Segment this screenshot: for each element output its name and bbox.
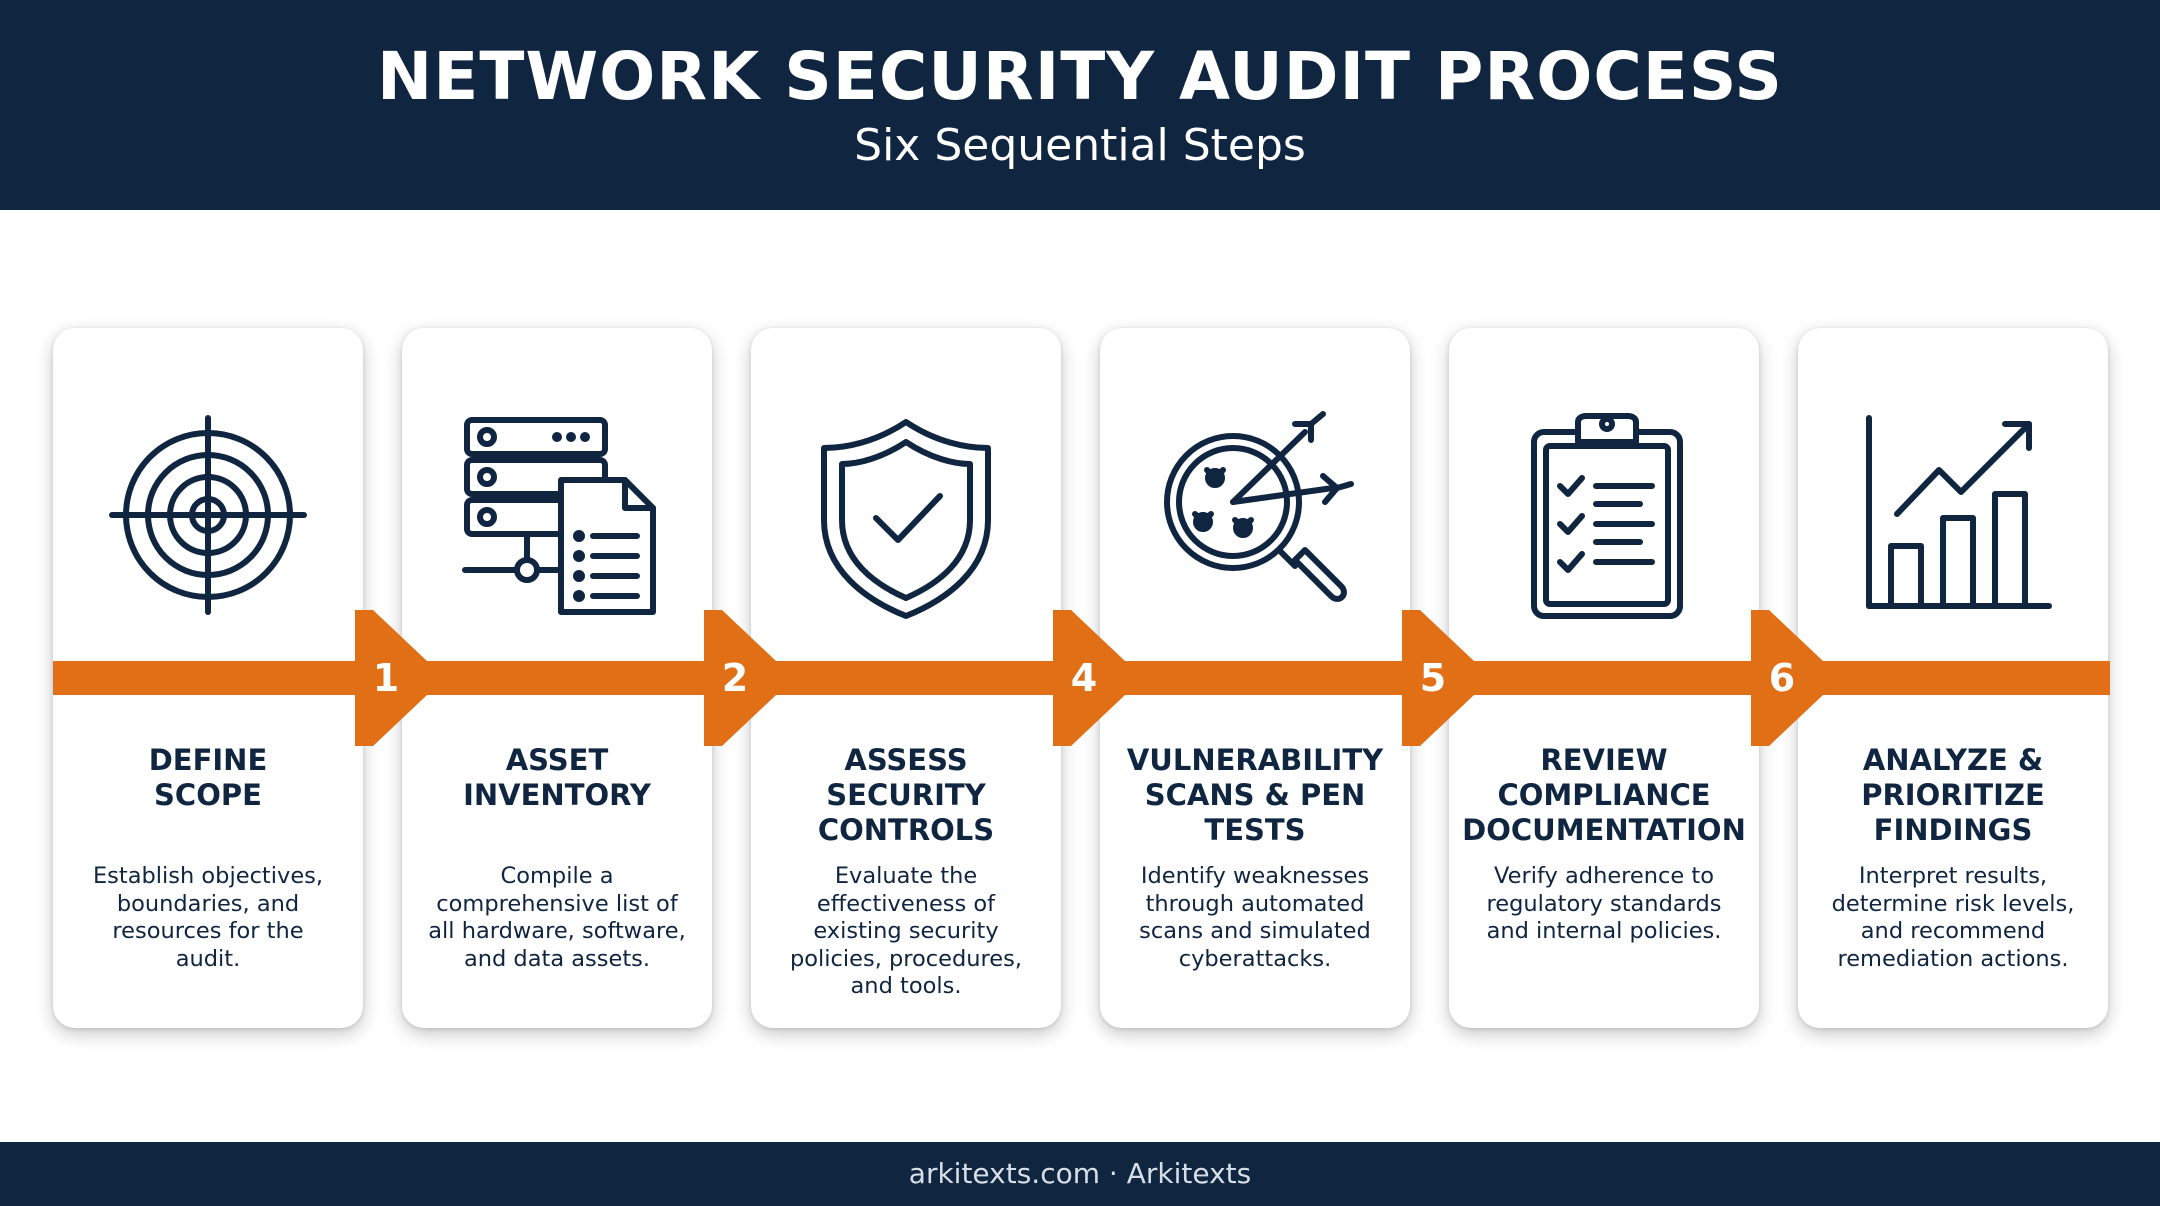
clipboard-checklist-icon [1504, 410, 1704, 620]
page-subtitle: Six Sequential Steps [854, 120, 1306, 171]
step-number: 6 [1768, 656, 1796, 700]
footer-attribution: arkitexts.com · Arkitexts [0, 1142, 2160, 1206]
target-icon [108, 410, 308, 620]
step-connector: 2 [704, 610, 794, 746]
shield-check-icon [806, 410, 1006, 620]
chevron-right-icon [1402, 610, 1492, 746]
step-number: 1 [372, 656, 400, 700]
step-connector: 6 [1751, 610, 1841, 746]
server-document-icon [457, 410, 657, 620]
header-banner: NETWORK SECURITY AUDIT PROCESS Six Seque… [0, 0, 2160, 210]
step-description: Interpret results,determine risk levels,… [1831, 863, 2075, 972]
bar-chart-trend-icon [1853, 410, 2053, 620]
chevron-right-icon [704, 610, 794, 746]
step-connector: 5 [1402, 610, 1492, 746]
step-connector: 4 [1053, 610, 1143, 746]
chevron-right-icon [355, 610, 445, 746]
magnifier-bugs-arrows-icon [1155, 410, 1355, 620]
chevron-right-icon [1751, 610, 1841, 746]
step-number: 5 [1419, 656, 1447, 700]
page-title: NETWORK SECURITY AUDIT PROCESS [377, 38, 1783, 115]
step-number: 2 [721, 656, 749, 700]
chevron-right-icon [1053, 610, 1143, 746]
step-connector: 1 [355, 610, 445, 746]
step-number: 4 [1070, 656, 1098, 700]
